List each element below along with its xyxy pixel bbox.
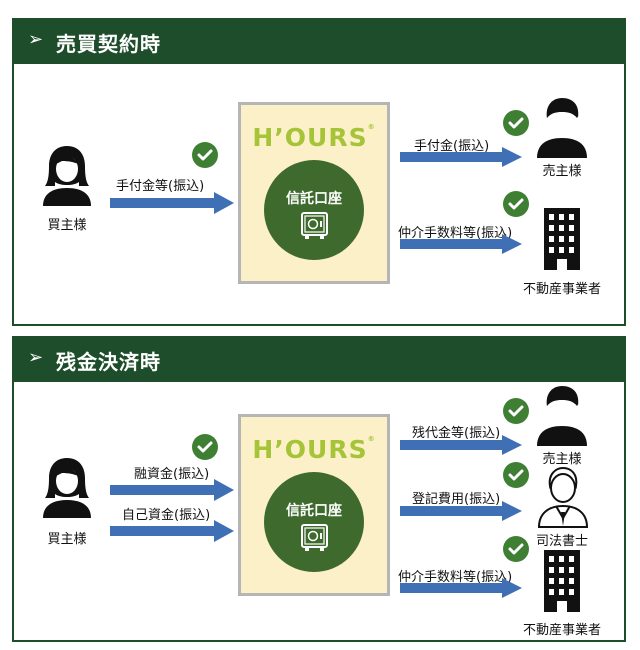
outflow-label: 仲介手数料等(振込) — [398, 226, 513, 241]
arrow-right-icon — [400, 147, 522, 167]
check-icon — [503, 398, 529, 424]
brand-logo: H’OURS® — [252, 435, 376, 464]
outflow-label: 仲介手数料等(振込) — [398, 570, 513, 585]
arrow-right-icon — [400, 501, 522, 521]
scrivener-icon — [537, 466, 589, 528]
section-header: ➢ 残金決済時 — [14, 338, 624, 382]
arrow-right-icon — [110, 479, 234, 501]
check-icon — [503, 462, 529, 488]
arrow-right-icon — [110, 192, 234, 214]
recipient-label: 司法書士 — [535, 534, 588, 549]
check-icon — [503, 191, 529, 217]
recipient-label: 売主様 — [542, 452, 582, 467]
chevron-right-icon: ➢ — [28, 29, 44, 50]
brand-logo: H’OURS® — [252, 123, 376, 152]
trust-account-box: H’OURS® 信託口座 — [238, 102, 390, 284]
arrow-right-icon — [400, 435, 522, 455]
recipient-label: 不動産事業者 — [522, 623, 601, 638]
inflow-label: 融資金(振込) — [134, 467, 210, 482]
inflow-label: 手付金等(振込) — [116, 179, 205, 194]
arrow-right-icon — [400, 234, 522, 254]
outflow-label: 残代金等(振込) — [412, 426, 501, 441]
trust-account-box: H’OURS® 信託口座 — [238, 414, 390, 596]
outflow-label: 手付金(振込) — [414, 139, 490, 154]
person-male-icon — [537, 386, 587, 446]
check-icon — [503, 110, 529, 136]
arrow-right-icon — [110, 520, 234, 542]
person-female-icon — [43, 146, 91, 206]
recipient-label: 売主様 — [542, 164, 582, 179]
person-female-icon — [43, 458, 91, 518]
section-title: 残金決済時 — [56, 350, 161, 374]
safe-icon — [301, 212, 328, 239]
trust-account-label: 信託口座 — [286, 191, 342, 207]
check-icon — [192, 142, 218, 168]
building-icon — [544, 550, 580, 612]
buyer-label: 買主様 — [47, 532, 87, 547]
trust-account-circle: 信託口座 — [264, 160, 364, 260]
section-header: ➢ 売買契約時 — [14, 20, 624, 64]
trust-account-circle: 信託口座 — [264, 472, 364, 572]
section-settlement: ➢ 残金決済時 買主様 融資金(振込) 自己資金(振込) H’OURS® 信託口… — [12, 336, 626, 642]
person-male-icon — [537, 98, 587, 158]
safe-icon — [301, 524, 328, 551]
trust-account-label: 信託口座 — [286, 503, 342, 519]
section-title: 売買契約時 — [56, 32, 161, 56]
building-icon — [544, 208, 580, 270]
recipient-label: 不動産事業者 — [522, 282, 601, 297]
check-icon — [503, 536, 529, 562]
arrow-right-icon — [400, 578, 522, 598]
check-icon — [192, 434, 218, 460]
inflow-label: 自己資金(振込) — [122, 508, 211, 523]
buyer-label: 買主様 — [47, 218, 87, 233]
section-contract: ➢ 売買契約時 買主様 手付金等(振込) H’OURS® 信託口座 手付金( — [12, 18, 626, 326]
outflow-label: 登記費用(振込) — [412, 492, 501, 507]
chevron-right-icon: ➢ — [28, 347, 44, 368]
